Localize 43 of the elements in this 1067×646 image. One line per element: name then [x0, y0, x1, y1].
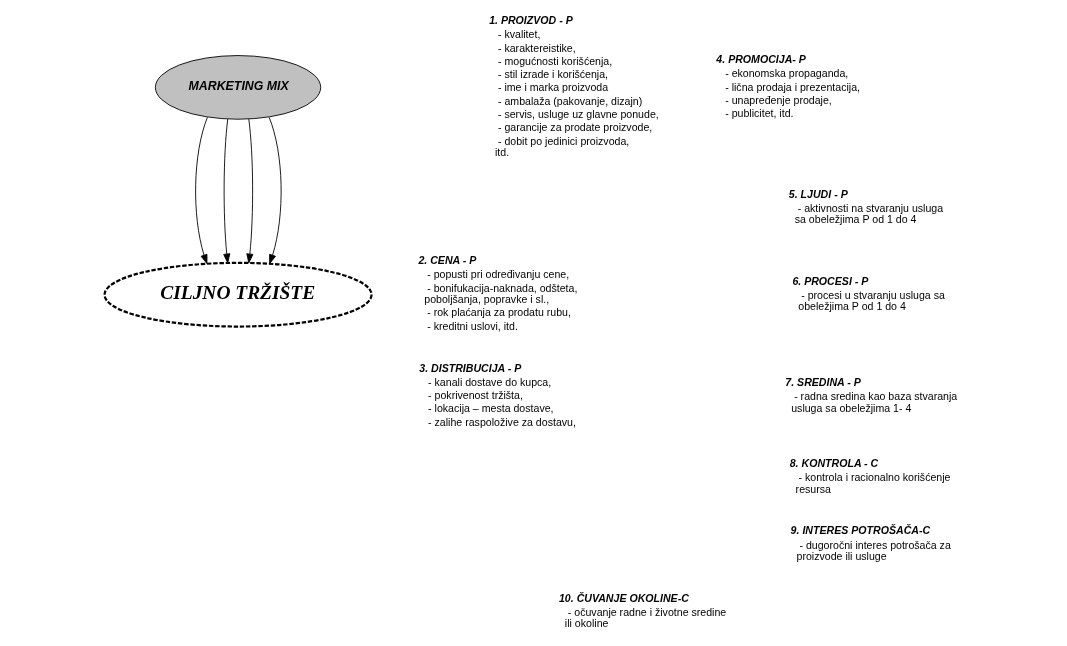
label: - unapređenje prodaje,: [724, 93, 832, 106]
label: 2. CENA - P: [417, 254, 476, 267]
arrow: [194, 116, 208, 265]
label: - pokrivenost tržišta,: [427, 389, 523, 402]
label: - karaktereistike,: [497, 41, 576, 54]
label: - lokacija – mesta dostave,: [427, 402, 554, 415]
label: 4. PROMOCIJA- P: [715, 53, 806, 66]
label: - dugoročni interes potrošača za proizvode ili usluge: [795, 538, 951, 563]
label: - kvalitet,: [497, 28, 540, 41]
label: 1. PROIZVOD - P: [488, 14, 573, 27]
label: - procesi u stvaranju usluga sa obeležjima P od 1 do 4: [797, 288, 945, 313]
label: 6. PROCESI - P: [791, 274, 868, 287]
label: - garancije za prodate proizvode,: [497, 121, 652, 134]
label: 10. ČUVANJE OKOLINE-C: [558, 591, 689, 604]
label: - ekonomska propaganda,: [724, 67, 848, 80]
label: - stil izrade i korišćenja,: [497, 68, 608, 81]
label: - dobit po jedinici proizvoda, itd.: [494, 134, 629, 158]
arrow: [222, 118, 230, 264]
arrow: [245, 118, 253, 264]
label: 9. INTERES POTROŠAČA-C: [790, 524, 930, 537]
label: - bonifukacija-naknada, odšteta, poboljšanja, popravke i sl.,: [423, 281, 577, 306]
label: 8. KONTROLA - C: [789, 457, 878, 470]
label: - publicitet, itd.: [724, 107, 793, 120]
label: - lična prodaja i prezentacija,: [724, 80, 860, 93]
label: 3. DISTRIBUCIJA - P: [418, 361, 521, 374]
label: - kreditni uslovi, itd.: [426, 319, 518, 332]
arrow: [268, 116, 281, 265]
label: - popusti pri određivanju cene,: [426, 268, 569, 281]
label: - kontrola i racionalno korišćenje resursa: [795, 471, 950, 495]
label: 5. LJUDI - P: [788, 187, 848, 200]
label: - ambalaža (pakovanje, dizajn): [497, 94, 642, 107]
label: - kanali dostave do kupca,: [427, 375, 551, 388]
node-ellipse: MARKETING MIX: [154, 55, 321, 120]
label: - aktivnosti na stvaranju usluga sa obeležjima P od 1 do 4: [794, 201, 943, 226]
label: - zalihe raspoložive za dostavu,: [427, 415, 576, 428]
label: - očuvanje radne i životne sredine ili okoline: [564, 605, 726, 630]
label: - servis, usluge uz glavne ponude,: [497, 107, 659, 120]
label: - rok plaćanja za prodatu rubu,: [426, 306, 571, 319]
label: - mogućnosti korišćenja,: [497, 54, 612, 67]
label: - ime i marka proizvoda: [497, 81, 608, 94]
node-ellipse: CILJNO TRŽIŠTE: [102, 261, 373, 328]
label: 7. SREDINA - P: [784, 375, 861, 388]
label: - radna sredina kao baza stvaranja usluga sa obeležjima 1- 4: [790, 390, 957, 414]
